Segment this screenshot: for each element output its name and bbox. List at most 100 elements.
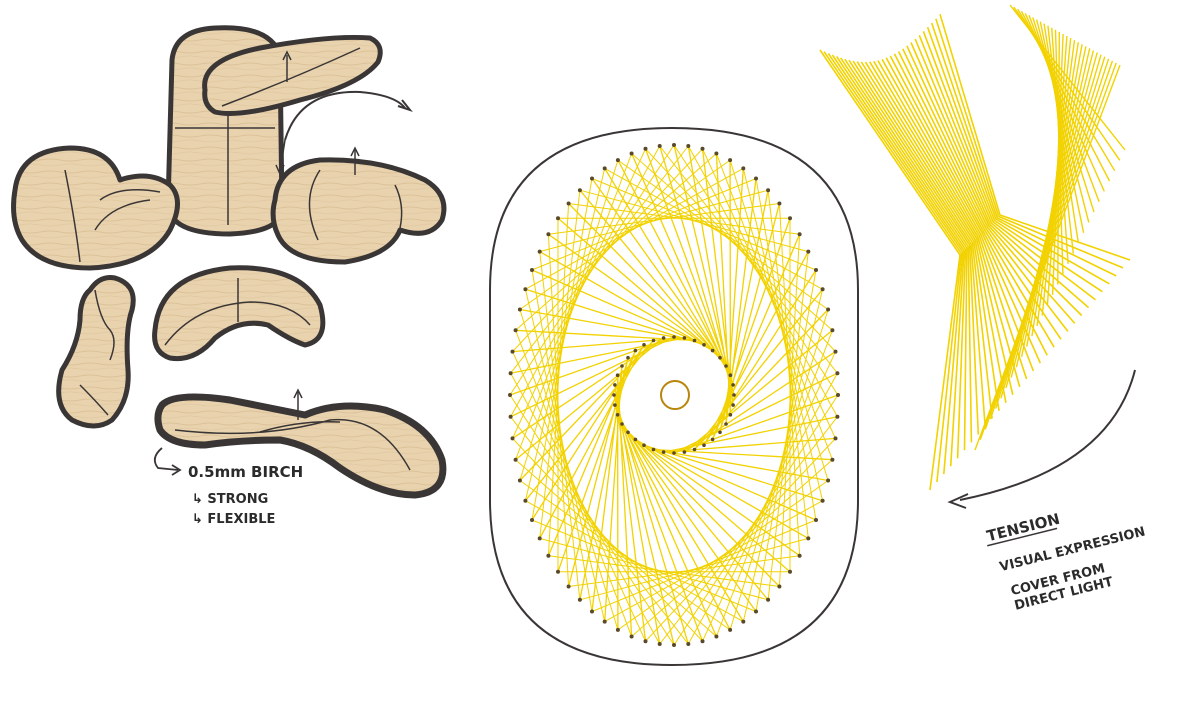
return-arrow-icon: [153, 447, 182, 476]
thread-line: [877, 60, 1028, 380]
pin: [731, 383, 735, 387]
pin: [724, 422, 728, 426]
pin: [700, 146, 705, 151]
thread-line: [673, 144, 839, 396]
thread-line: [823, 51, 963, 483]
pin: [718, 355, 722, 360]
center-ring: [660, 380, 690, 410]
rolled-shape: [270, 146, 447, 265]
thread-line: [910, 42, 1083, 317]
thread-line: [930, 22, 1117, 277]
thread-line: [725, 178, 757, 425]
thread-line: [627, 431, 791, 573]
pin: [728, 627, 733, 632]
pin: [724, 364, 728, 368]
pin: [833, 436, 838, 441]
tension-base-arc: [959, 369, 1136, 501]
pin: [661, 336, 666, 340]
thread-line: [1000, 54, 1102, 399]
pin: [643, 639, 648, 644]
birch-shapes-group: 0.5mm BIRCH ↳ STRONG ↳ FLEXIBLE: [11, 25, 447, 527]
pin: [546, 232, 551, 237]
thread-line: [918, 35, 1096, 301]
pin: [620, 422, 624, 426]
thread-line: [614, 404, 704, 642]
pin: [615, 627, 620, 632]
thread-line: [835, 56, 967, 459]
thread-line: [719, 203, 781, 433]
pin: [835, 371, 840, 376]
tension-arrow-icon: [947, 493, 969, 509]
pin: [556, 569, 560, 574]
thread-line: [591, 178, 727, 367]
pin: [714, 151, 719, 156]
pin: [566, 584, 571, 589]
thread-line: [604, 365, 623, 622]
thread-line: [703, 251, 809, 446]
pin: [517, 478, 522, 483]
thread-line: [617, 159, 829, 310]
pin: [523, 287, 528, 292]
pin: [728, 373, 733, 378]
pin: [732, 393, 736, 397]
pin: [615, 158, 620, 163]
thread-line: [525, 500, 744, 623]
thread-line: [715, 153, 732, 415]
thread-line: [687, 372, 838, 645]
thread-line: [687, 145, 734, 406]
pin: [692, 447, 697, 452]
thread-line: [604, 168, 731, 376]
pin: [728, 158, 733, 163]
tension-heading: TENSION: [985, 510, 1062, 546]
pin: [682, 450, 687, 454]
pin: [530, 518, 534, 522]
long-flat-shape: [154, 388, 447, 499]
thread-line: [974, 64, 1121, 451]
thread-line: [617, 414, 731, 631]
material-note: 0.5mm BIRCH ↳ STRONG ↳ FLEXIBLE: [188, 463, 303, 527]
thread-line: [939, 13, 1131, 261]
thread-line: [840, 57, 968, 451]
thread-line: [643, 444, 817, 521]
pin: [661, 450, 666, 454]
pin: [692, 338, 697, 343]
thread-line: [579, 357, 629, 600]
pin: [523, 498, 528, 503]
top-oval-shape: [202, 34, 383, 116]
thread-line: [631, 153, 734, 386]
pin: [788, 216, 792, 221]
pin: [728, 413, 733, 417]
thread-line: [856, 61, 993, 419]
thread-line: [614, 404, 717, 637]
pin: [731, 403, 735, 407]
thread-line: [568, 203, 721, 359]
pin: [602, 166, 607, 171]
pin: [702, 343, 706, 347]
thread-line: [935, 18, 1124, 269]
thread-line: [906, 45, 1076, 324]
pin: [629, 634, 634, 639]
thread-line: [844, 58, 973, 443]
pin: [826, 307, 831, 312]
thread-line: [557, 350, 637, 573]
pin: [806, 249, 811, 254]
thread-line: [510, 416, 689, 645]
material-note-title: 0.5mm BIRCH: [188, 463, 303, 481]
pin: [546, 553, 551, 558]
pin: [508, 393, 512, 397]
thread-line: [524, 340, 655, 502]
pin: [510, 349, 515, 354]
thread-line: [663, 437, 836, 453]
pin: [556, 216, 560, 221]
thread-line: [653, 448, 829, 482]
thread-line: [613, 394, 689, 645]
pin: [788, 569, 792, 574]
thread-line: [631, 153, 833, 331]
thread-line: [509, 336, 675, 396]
pin: [830, 457, 835, 462]
pin: [657, 144, 662, 148]
thread-line: [547, 350, 636, 556]
thread-line: [591, 178, 817, 271]
thread-line: [621, 423, 769, 601]
pin: [612, 393, 616, 397]
